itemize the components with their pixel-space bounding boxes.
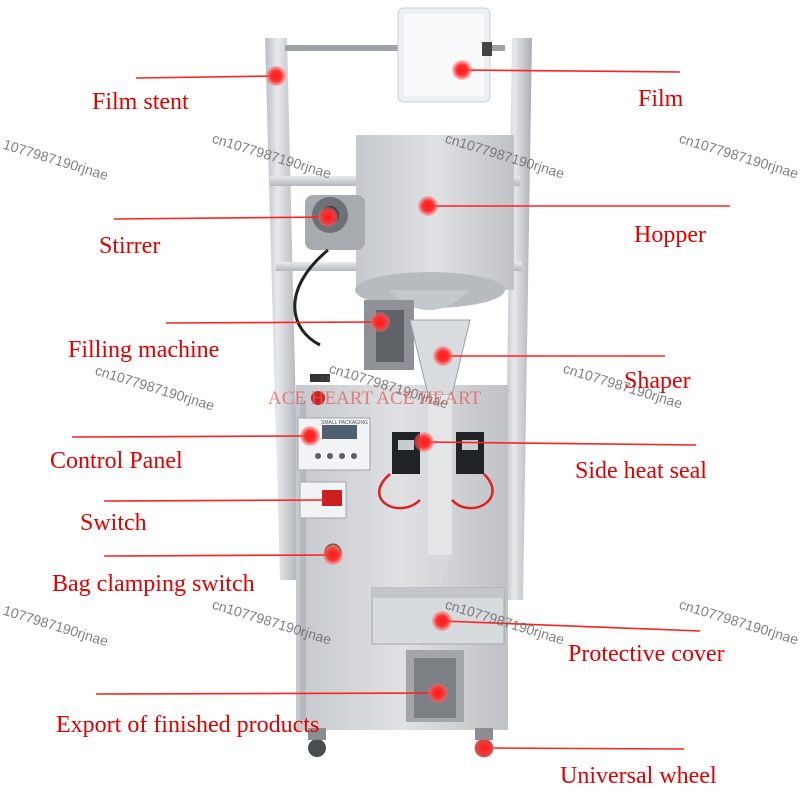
label-control-panel: Control Panel — [50, 448, 183, 474]
film-roll — [397, 7, 492, 103]
label-stirrer: Stirrer — [99, 233, 161, 259]
pointer-dots — [266, 60, 494, 758]
wheels — [308, 728, 493, 757]
panel-caption: SMALL PACKAGING — [321, 420, 368, 426]
label-film-stent: Film stent — [92, 89, 189, 115]
label-universal-wheel: Universal wheel — [560, 763, 717, 789]
hopper-shape — [355, 135, 514, 310]
brand-watermark: ACE HEART ACE HEART — [268, 388, 482, 409]
label-switch: Switch — [80, 510, 147, 536]
side-heat-seal-blocks — [378, 432, 494, 510]
label-side-heat-seal: Side heat seal — [575, 458, 707, 484]
pointer-lines — [71, 69, 730, 750]
label-export: Export of finished products — [56, 712, 320, 738]
filling-mechanism — [364, 300, 414, 370]
label-bag-clamping-switch: Bag clamping switch — [52, 571, 255, 597]
label-filling-machine: Filling machine — [68, 337, 220, 363]
label-protective-cover: Protective cover — [568, 641, 725, 667]
label-film: Film — [638, 86, 684, 112]
label-shaper: Shaper — [624, 368, 691, 394]
label-hopper: Hopper — [634, 222, 706, 248]
indicator-number: 1.8 — [320, 376, 330, 383]
